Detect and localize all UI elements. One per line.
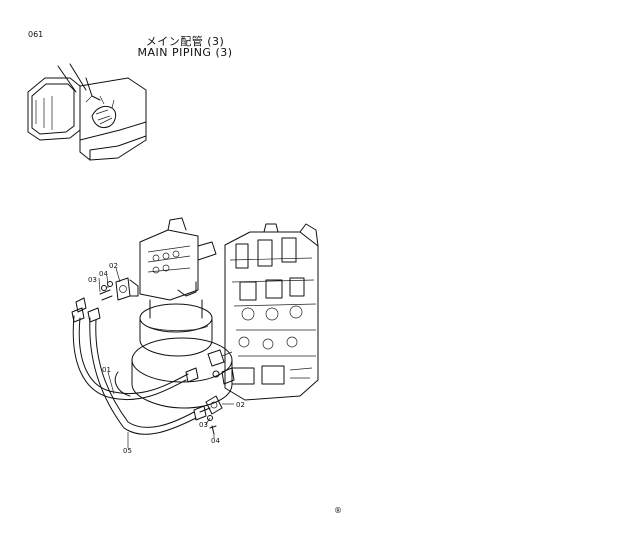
callout-02-lower: 02 bbox=[236, 401, 245, 409]
diagram-title-english: MAIN PIPING (3) bbox=[137, 46, 233, 59]
callout-04-lower: 04 bbox=[211, 437, 220, 445]
lower-flange-group bbox=[199, 367, 235, 435]
upper-flange-group bbox=[99, 277, 139, 301]
callout-04-upper: 04 bbox=[99, 270, 108, 278]
swing-motor bbox=[114, 217, 233, 409]
callout-leaders bbox=[98, 267, 234, 448]
machine-keymap bbox=[27, 63, 147, 161]
callout-03-upper: 03 bbox=[88, 276, 97, 284]
callout-03-lower: 03 bbox=[199, 421, 208, 429]
hose-05 bbox=[87, 307, 207, 435]
callout-01: 01 bbox=[102, 366, 111, 374]
callout-05: 05 bbox=[123, 447, 132, 455]
hose-01 bbox=[71, 297, 199, 401]
page-code: 061 bbox=[28, 30, 44, 39]
control-valve-assembly bbox=[224, 223, 319, 401]
registered-mark: ® bbox=[334, 506, 342, 515]
diagram-title-japanese: メイン配管 (3) bbox=[145, 35, 225, 48]
callout-02-upper: 02 bbox=[109, 262, 118, 270]
